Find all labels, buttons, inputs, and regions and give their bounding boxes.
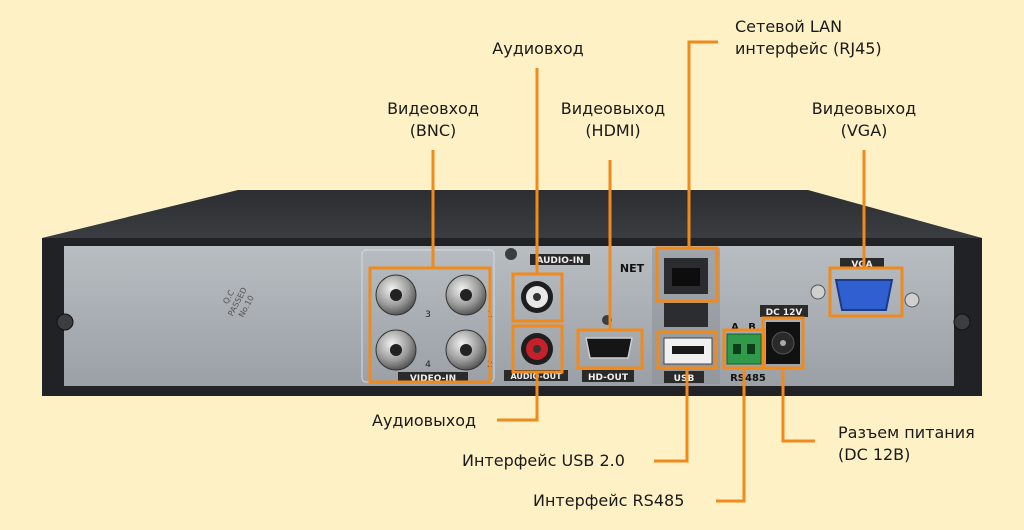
case-top <box>42 190 982 238</box>
callout-power-line1: Разъем питания <box>838 423 975 442</box>
hd-out-tag <box>582 370 634 382</box>
callout-audio-out-text: Аудиовыход <box>372 411 477 430</box>
dc-group: DC 12V <box>760 305 808 370</box>
net-highlight <box>655 246 719 303</box>
vga-screw-right <box>904 292 920 308</box>
hd-out-tag-text: HD-OUT <box>588 373 629 383</box>
callout-usb-text: Интерфейс USB 2.0 <box>462 451 625 470</box>
video-in-highlight <box>368 266 492 384</box>
vga-screw-left <box>810 284 826 300</box>
panel-screw <box>505 248 517 260</box>
callout-lan-line1: Сетевой LAN <box>735 17 843 36</box>
callout-hdmi: Видеовыход (HDMI) <box>553 98 673 142</box>
callout-rs485-text: Интерфейс RS485 <box>533 491 685 510</box>
hdmi-port <box>585 337 633 359</box>
callout-hdmi-line2: (HDMI) <box>585 121 641 140</box>
video-in-tag-text: VIDEO-IN <box>410 374 456 384</box>
net-usb-group: NET USB <box>620 246 720 384</box>
callout-audio-out: Аудиовыход <box>372 410 494 432</box>
bnc-number-3: 3 <box>425 310 431 320</box>
callout-vga-line1: Видеовыход <box>811 99 917 118</box>
audio-in-tag-text: AUDIO-IN <box>536 256 583 266</box>
callout-audio-in-text: Аудиовход <box>492 39 584 58</box>
screw-right <box>953 313 971 331</box>
net-text: NET <box>620 262 645 275</box>
rj45-socket <box>672 268 700 286</box>
dc-tag <box>760 305 808 317</box>
rca-audio-in <box>521 281 553 313</box>
callout-vga-line2: (VGA) <box>840 121 888 140</box>
vga-tag <box>840 258 884 269</box>
video-in-group: 3 4 2 1 VIDEO-IN <box>361 249 495 384</box>
line-lan <box>687 40 718 248</box>
line-power <box>781 368 815 443</box>
rca-audio-out <box>521 333 553 365</box>
audio-in-tag <box>530 254 590 265</box>
rs485-pin-a <box>733 344 741 354</box>
callout-lan-line2: интерфейс (RJ45) <box>735 39 882 58</box>
callout-usb: Интерфейс USB 2.0 <box>462 450 650 472</box>
rs485-terminal <box>726 333 762 365</box>
callout-video-in: Видеовход (BNC) <box>373 98 493 142</box>
callout-lines <box>431 40 866 503</box>
callout-lan: Сетевой LAN интерфейс (RJ45) <box>735 16 915 60</box>
bnc-number-4: 4 <box>425 360 431 370</box>
usb-tag <box>664 371 704 383</box>
bnc-connector-2 <box>445 274 487 316</box>
rs485-pin-b <box>747 344 755 354</box>
usb-tongue <box>672 346 704 354</box>
vga-group: VGA <box>810 258 920 318</box>
callout-rs485: Интерфейс RS485 <box>533 490 713 512</box>
vga-port <box>834 279 894 311</box>
usb-tag-text: USB <box>674 374 695 384</box>
callout-audio-in: Аудиовход <box>478 38 598 60</box>
callout-video-in-line1: Видеовход <box>387 99 479 118</box>
callout-power-line2: (DC 12B) <box>838 445 911 464</box>
dc-jack-pin <box>780 340 786 346</box>
line-usb <box>654 368 689 463</box>
video-in-tag <box>398 372 468 383</box>
line-audio-out <box>497 372 539 422</box>
callout-vga: Видеовыход (VGA) <box>804 98 924 142</box>
dc-tag-text: DC 12V <box>766 308 803 318</box>
screw-left <box>56 313 74 331</box>
bnc-connector-4 <box>445 329 487 371</box>
rs485-b-text: B <box>748 322 756 333</box>
line-rs485 <box>716 368 746 503</box>
rs485-text: RS485 <box>730 373 766 384</box>
qc-sticker: Q.C PASSED No.10 <box>221 286 256 319</box>
callout-hdmi-line1: Видеовыход <box>560 99 666 118</box>
bnc-connector-1 <box>375 274 417 316</box>
back-panel <box>64 246 954 386</box>
vga-tag-text: VGA <box>851 260 872 270</box>
callout-video-in-line2: (BNC) <box>409 121 457 140</box>
usb-port-upper <box>664 303 708 327</box>
vga-highlight <box>828 266 904 318</box>
callout-power: Разъем питания (DC 12B) <box>838 422 1008 466</box>
bnc-connector-3 <box>375 329 417 371</box>
rs485-a-text: A <box>731 322 739 333</box>
